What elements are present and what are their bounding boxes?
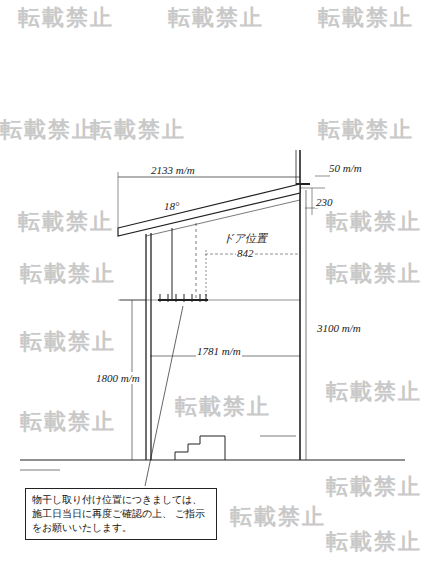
- watermark: 転載禁止: [0, 118, 96, 142]
- watermark: 転載禁止: [18, 210, 114, 234]
- dimension-label: 1800 m/m: [95, 372, 141, 384]
- dimension-label: 842: [236, 247, 255, 259]
- watermark: 転載禁止: [318, 118, 414, 142]
- watermark: 転載禁止: [90, 118, 186, 142]
- watermark: 転載禁止: [230, 505, 326, 529]
- post: [145, 234, 146, 460]
- watermark: 転載禁止: [326, 475, 422, 499]
- dimension-label: 230: [315, 196, 334, 208]
- watermark: 転載禁止: [326, 262, 422, 286]
- watermark: 転載禁止: [20, 410, 116, 434]
- watermark: 転載禁止: [318, 6, 414, 30]
- watermark: 転載禁止: [20, 330, 116, 354]
- watermark: 転載禁止: [20, 262, 116, 286]
- note-text: 物干し取り付け位置につきましては、 施工日当日に再度ご確認の上、 ご指示をお願い…: [32, 493, 210, 534]
- watermark: 転載禁止: [168, 6, 264, 30]
- house-wall: [299, 150, 301, 460]
- watermark: 転載禁止: [175, 395, 271, 419]
- watermark: 転載禁止: [18, 6, 114, 30]
- clothes-hanger: [158, 294, 208, 302]
- ground-line: [20, 460, 405, 461]
- dimension-label: 18°: [163, 200, 180, 212]
- watermark: 転載禁止: [326, 380, 422, 404]
- dimension-label: 3100 m/m: [316, 322, 362, 334]
- roof: [118, 184, 300, 236]
- dimension-label: 1781 m/m: [196, 345, 242, 357]
- dimension-label: 2133 m/m: [150, 164, 196, 176]
- dimension-label: ドア位置: [222, 232, 268, 244]
- dimension-label: 50 m/m: [328, 162, 363, 174]
- note-box: 物干し取り付け位置につきましては、 施工日当日に再度ご確認の上、 ご指示をお願い…: [25, 488, 217, 540]
- watermark: 転載禁止: [326, 210, 422, 234]
- steps: [175, 436, 296, 460]
- watermark: 転載禁止: [326, 530, 422, 554]
